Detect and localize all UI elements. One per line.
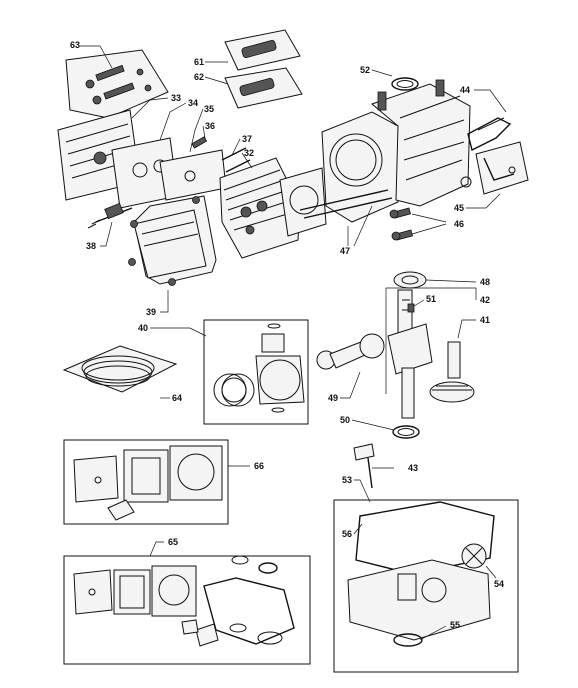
callout-54: 54 — [494, 579, 504, 589]
part-39-valve-cover — [128, 195, 217, 313]
callout-48: 48 — [480, 277, 490, 287]
callout-61: 61 — [194, 57, 204, 67]
part-47-crankcase — [299, 79, 472, 247]
part-40-piston-kit — [150, 319, 309, 425]
part-56-sump-gasket — [353, 523, 363, 535]
callout-56: 56 — [342, 529, 352, 539]
callout-42: 42 — [480, 295, 490, 305]
part-62-valve-bag — [204, 67, 303, 109]
callout-37: 37 — [242, 134, 252, 144]
part-55-oil-seal — [419, 625, 447, 641]
part-54-governor — [461, 543, 497, 579]
part-46-bolts — [389, 207, 447, 241]
part-44-breather-hose — [467, 89, 512, 152]
part-38-spark-plug — [87, 202, 133, 247]
callout-33: 33 — [171, 93, 181, 103]
part-51-key — [407, 299, 425, 313]
callout-51: 51 — [426, 294, 436, 304]
part-63-rocker-kit — [65, 45, 169, 119]
part-42-crankshaft — [385, 287, 477, 419]
callout-labels: 63 61 62 52 44 33 34 35 36 37 32 45 46 3… — [70, 40, 504, 630]
callout-53: 53 — [342, 475, 352, 485]
callout-41: 41 — [480, 315, 490, 325]
callout-63: 63 — [70, 40, 80, 50]
part-45-allen-key-bag — [466, 141, 529, 209]
callout-34: 34 — [188, 98, 198, 108]
callout-52: 52 — [360, 65, 370, 75]
callout-43: 43 — [408, 463, 418, 473]
part-43-dipstick — [353, 443, 394, 489]
callout-47: 47 — [340, 246, 350, 256]
callout-38: 38 — [86, 241, 96, 251]
part-37-studs — [221, 138, 251, 173]
callout-45: 45 — [454, 203, 464, 213]
part-36-bolt — [191, 125, 208, 149]
callout-66: 66 — [254, 461, 264, 471]
callout-50: 50 — [340, 415, 350, 425]
part-32-cylinder-head — [219, 152, 327, 259]
callout-44: 44 — [460, 85, 470, 95]
callout-64: 64 — [172, 393, 182, 403]
callout-40: 40 — [138, 323, 148, 333]
part-52-oil-seal — [371, 69, 419, 91]
callout-62: 62 — [194, 72, 204, 82]
callout-46: 46 — [454, 219, 464, 229]
callout-39: 39 — [146, 307, 156, 317]
part-41-camshaft — [429, 319, 476, 403]
part-61-valve-bag — [205, 29, 301, 71]
callout-65: 65 — [168, 537, 178, 547]
callout-32: 32 — [244, 148, 254, 158]
part-53-oil-sump — [333, 479, 519, 673]
callout-55: 55 — [450, 620, 460, 630]
part-50-oil-seal — [351, 419, 420, 439]
callout-36: 36 — [205, 121, 215, 131]
part-64-ring-set-bag — [62, 345, 178, 399]
callout-35: 35 — [204, 104, 214, 114]
callout-49: 49 — [328, 393, 338, 403]
part-48-bearing — [393, 271, 477, 289]
part-49-connecting-rod — [316, 333, 385, 399]
part-65-engine-gasket-set — [63, 541, 311, 665]
part-66-gasket-set — [63, 439, 250, 525]
